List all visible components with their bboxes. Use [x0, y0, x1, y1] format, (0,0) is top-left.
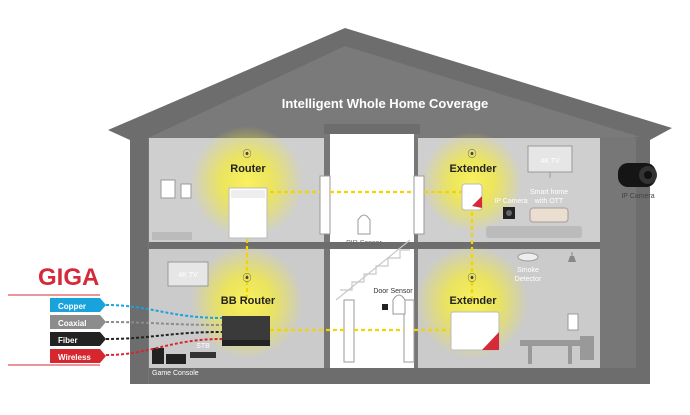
- furniture-lower-right: [520, 336, 594, 364]
- sofa-upper: [486, 226, 582, 238]
- ip-camera-inside-icon: [503, 207, 515, 219]
- tag-wireless: Wireless: [50, 349, 106, 363]
- router-glow: [191, 126, 303, 238]
- extender-top-device: [461, 183, 483, 211]
- smoke-detector-label-2: Detector: [515, 276, 542, 283]
- wifi-icons: ⦿ ⦿ ⦿ ⦿: [242, 149, 476, 283]
- connection-lines: [105, 304, 223, 356]
- lamp-icon: [568, 252, 576, 262]
- smart-home-label-1: Smart home: [530, 189, 568, 196]
- tv-top-icon: [527, 145, 573, 178]
- pir-sensor-label: PIR Sensor: [346, 240, 382, 247]
- extender-top-label: Extender: [449, 163, 497, 175]
- wifi-icon-bb-router: ⦿: [242, 273, 251, 283]
- smart-home-label-2: with OTT: [534, 198, 564, 205]
- decor-upper-left: [152, 179, 192, 240]
- door-sensor-icon: [382, 294, 406, 315]
- smoke-detector-icon: [517, 252, 539, 262]
- tag-fiber-label: Fiber: [58, 336, 78, 345]
- bb-router-glow: [191, 246, 303, 358]
- tv-top-label: 4K TV: [540, 158, 560, 165]
- staircase: [335, 239, 411, 301]
- extender-top-glow: [422, 132, 522, 232]
- tv-bottom-label: 4K TV: [178, 272, 198, 279]
- tag-fiber: Fiber: [50, 332, 106, 346]
- bb-router-device: [222, 316, 270, 346]
- router-device: [228, 187, 268, 239]
- tag-copper: Copper: [50, 298, 106, 312]
- ip-camera-outside-label: IP Camera: [621, 193, 654, 200]
- wifi-icon-router: ⦿: [242, 149, 251, 159]
- ip-camera-inside-label: IP Camera: [494, 198, 527, 205]
- extender-bottom-label: Extender: [449, 295, 497, 307]
- brand-logo-text: GIGA: [38, 264, 99, 291]
- tag-wireless-label: Wireless: [58, 353, 91, 362]
- tag-copper-label: Copper: [58, 302, 86, 311]
- tag-coaxial-label: Coaxial: [58, 319, 86, 328]
- wifi-icon-extender-top: ⦿: [467, 149, 476, 159]
- diagram-title: Intelligent Whole Home Coverage: [282, 96, 489, 111]
- game-console-label: Game Console: [152, 370, 199, 377]
- wall-switch-icon: [567, 313, 579, 331]
- smart-home-icon: [529, 207, 569, 223]
- stb-device: [190, 352, 216, 358]
- tag-coaxial: Coaxial: [50, 315, 106, 329]
- extender-bottom-device: [450, 311, 500, 351]
- wifi-icon-extender-bottom: ⦿: [467, 273, 476, 283]
- wifi-links: [245, 190, 474, 332]
- bb-router-label: BB Router: [221, 295, 276, 307]
- game-console-device: [152, 348, 186, 364]
- tv-bottom-icon: [167, 261, 209, 287]
- stb-label: STB: [196, 343, 210, 350]
- pir-sensor-icon: [357, 214, 371, 235]
- door-sensor-label: Door Sensor: [373, 288, 413, 295]
- smoke-detector-label-1: Smoke: [517, 267, 539, 274]
- router-label: Router: [230, 163, 266, 175]
- ip-camera-outside-icon: [618, 163, 657, 187]
